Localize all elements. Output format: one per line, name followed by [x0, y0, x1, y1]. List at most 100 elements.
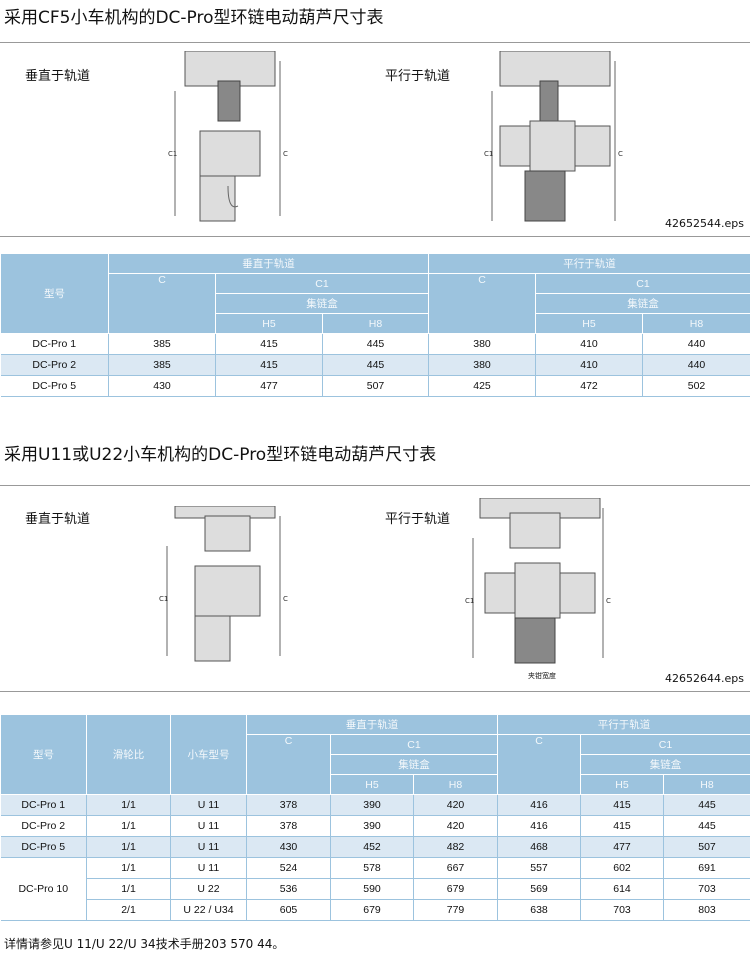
table-cell: 1/1 — [86, 878, 171, 900]
table-cell: 1/1 — [86, 815, 171, 837]
svg-text:C1: C1 — [168, 150, 177, 158]
file-name: 42652544.eps — [665, 217, 744, 230]
table-cell: U 11 — [170, 815, 247, 837]
header-chain-box: 集链盒 — [580, 754, 750, 775]
table-cell: DC-Pro 1 — [0, 333, 109, 355]
table-cell: DC-Pro 2 — [0, 815, 87, 837]
table-cell: 605 — [246, 899, 331, 921]
header-perpendicular: 垂直于轨道 — [107, 254, 430, 274]
table-cell: U 22 / U34 — [170, 899, 247, 921]
table-cell: 378 — [246, 815, 331, 837]
table-cell: 445 — [663, 815, 750, 837]
hoist-perpendicular-drawing-2: C1 C — [159, 506, 288, 662]
svg-text:C: C — [283, 595, 288, 603]
header-model: 型号 — [0, 254, 109, 334]
header-c1: C1 — [580, 734, 750, 755]
table-cell: 390 — [330, 794, 414, 816]
table-cell: 507 — [663, 836, 750, 858]
table-cell: 385 — [108, 354, 216, 376]
table-cell: 425 — [428, 375, 537, 397]
header-c: C — [246, 734, 331, 795]
table-cell: 390 — [330, 815, 414, 837]
cell-model: DC-Pro 10 — [0, 857, 87, 921]
table-cell: 445 — [322, 333, 430, 355]
svg-text:C: C — [606, 597, 611, 605]
clamp-width-label: 夹钳宽度 — [528, 672, 556, 680]
table-cell: DC-Pro 5 — [0, 375, 109, 397]
table-cell: 1/1 — [86, 857, 171, 879]
table-cell: DC-Pro 5 — [0, 836, 87, 858]
table-cell: 416 — [497, 815, 582, 837]
header-h8: H8 — [642, 313, 750, 334]
table-cell: 415 — [580, 794, 665, 816]
table-cell: 477 — [215, 375, 323, 397]
table-cell: 452 — [330, 836, 414, 858]
table-cell: 679 — [413, 878, 499, 900]
table-cell: 691 — [663, 857, 750, 879]
header-trolley: 小车型号 — [170, 715, 247, 795]
svg-text:C1: C1 — [159, 595, 168, 603]
table-cell: 440 — [642, 333, 750, 355]
table-cell: 420 — [413, 794, 499, 816]
label-parallel: 平行于轨道 — [385, 512, 451, 527]
section1-title: 采用CF5小车机构的DC-Pro型环链电动葫芦尺寸表 — [4, 8, 384, 28]
table-cell: 440 — [642, 354, 750, 376]
table-cell: 410 — [535, 333, 644, 355]
footnote: 详情请参见U 11/U 22/U 34技术手册203 570 44。 — [4, 937, 285, 951]
header-ratio: 滑轮比 — [86, 715, 171, 795]
table-cell: 430 — [246, 836, 331, 858]
header-chain-box: 集链盒 — [535, 293, 750, 314]
svg-text:C: C — [618, 150, 623, 158]
header-c: C — [108, 273, 216, 334]
table-cell: 380 — [428, 354, 537, 376]
table-cell: 638 — [497, 899, 582, 921]
header-c1: C1 — [214, 273, 430, 294]
table-cell: DC-Pro 2 — [0, 354, 109, 376]
table-cell: DC-Pro 1 — [0, 794, 87, 816]
table-cell: 590 — [330, 878, 414, 900]
table-cell: 415 — [580, 815, 665, 837]
label-perpendicular: 垂直于轨道 — [25, 512, 91, 527]
table-cell: 1/1 — [86, 836, 171, 858]
header-chain-box: 集链盒 — [329, 754, 499, 775]
table-cell: 378 — [246, 794, 331, 816]
table-cell: 445 — [663, 794, 750, 816]
table-cell: 536 — [246, 878, 331, 900]
table-cell: U 11 — [170, 857, 247, 879]
header-h5: H5 — [330, 774, 414, 795]
label-perpendicular: 垂直于轨道 — [25, 69, 91, 84]
table-cell: 502 — [642, 375, 750, 397]
table-cell: 445 — [322, 354, 430, 376]
header-model: 型号 — [0, 715, 87, 795]
header-h8: H8 — [321, 313, 430, 334]
table-cell: 602 — [580, 857, 665, 879]
table-cell: 380 — [428, 333, 537, 355]
table-cell: U 11 — [170, 836, 247, 858]
table-cell: 416 — [497, 794, 582, 816]
table-cell: 477 — [580, 836, 665, 858]
table-cell: 614 — [580, 878, 665, 900]
table-cell: 385 — [108, 333, 216, 355]
table-cell: 468 — [497, 836, 582, 858]
table-cell: 2/1 — [86, 899, 171, 921]
header-c: C — [428, 273, 537, 334]
section2-title: 采用U11或U22小车机构的DC-Pro型环链电动葫芦尺寸表 — [4, 445, 437, 465]
table-cell: 420 — [413, 815, 499, 837]
table-cell: 430 — [108, 375, 216, 397]
table-cell: 803 — [663, 899, 750, 921]
table-cell: 472 — [535, 375, 644, 397]
header-parallel: 平行于轨道 — [497, 715, 750, 735]
